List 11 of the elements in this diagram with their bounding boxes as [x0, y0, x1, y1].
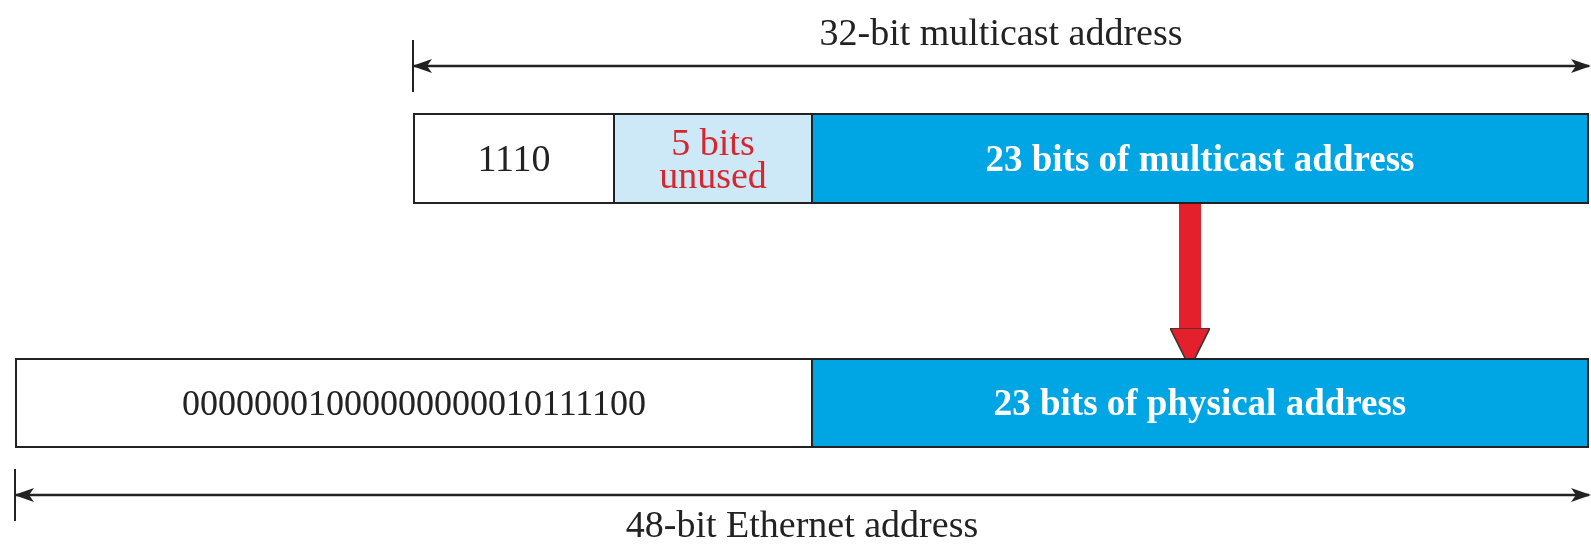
field-label: 00000001000000000010111100 — [182, 387, 646, 419]
field-label: 5 bits unused — [658, 126, 768, 191]
bit-field — [811, 358, 1589, 448]
bit-field — [413, 113, 615, 204]
bit-field — [613, 113, 813, 204]
field-label: 23 bits of multicast address — [985, 142, 1415, 175]
bit-field — [15, 358, 813, 448]
bit-field — [811, 113, 1589, 204]
dimension-label: 32-bit multicast address — [819, 10, 1183, 54]
field-label: 1110 — [477, 142, 551, 175]
dimension-label: 48-bit Ethernet address — [625, 502, 979, 546]
